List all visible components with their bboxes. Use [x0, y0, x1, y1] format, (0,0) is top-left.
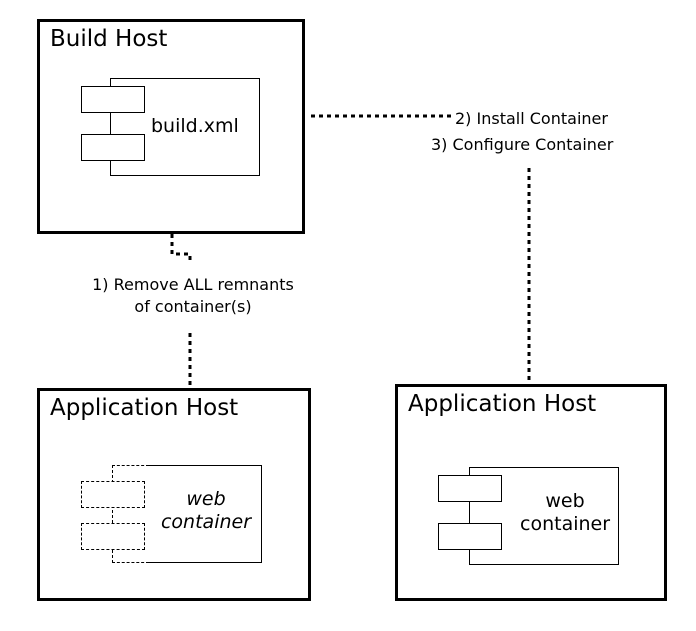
- connector-build-to-remove: [170, 234, 192, 262]
- component-tab-top-icon: [81, 86, 145, 113]
- build-host-title: Build Host: [50, 26, 168, 52]
- app-host-left-box: Application Host web container: [37, 388, 311, 601]
- component-tab-bottom-icon: [81, 134, 145, 161]
- build-host-box: Build Host build.xml: [37, 19, 305, 234]
- step-2-label: 2) Install Container: [455, 109, 608, 128]
- remnant-tab-bottom-icon: [81, 523, 145, 550]
- step-3-label: 3) Configure Container: [431, 135, 614, 154]
- app-host-right-box: Application Host web container: [395, 384, 667, 601]
- step-1-label: 1) Remove ALL remnants of container(s): [92, 275, 294, 316]
- web-component-tab-bottom-icon: [438, 523, 502, 550]
- remnant-tab-top-icon: [81, 481, 145, 508]
- web-container-removed-component: web container: [148, 465, 262, 563]
- web-container-removed-label: web container: [160, 488, 252, 533]
- build-xml-label: build.xml: [151, 115, 239, 137]
- app-host-left-title: Application Host: [50, 395, 239, 421]
- web-container-label: web container: [520, 490, 611, 535]
- web-component-tab-top-icon: [438, 475, 502, 502]
- app-host-right-title: Application Host: [408, 391, 597, 417]
